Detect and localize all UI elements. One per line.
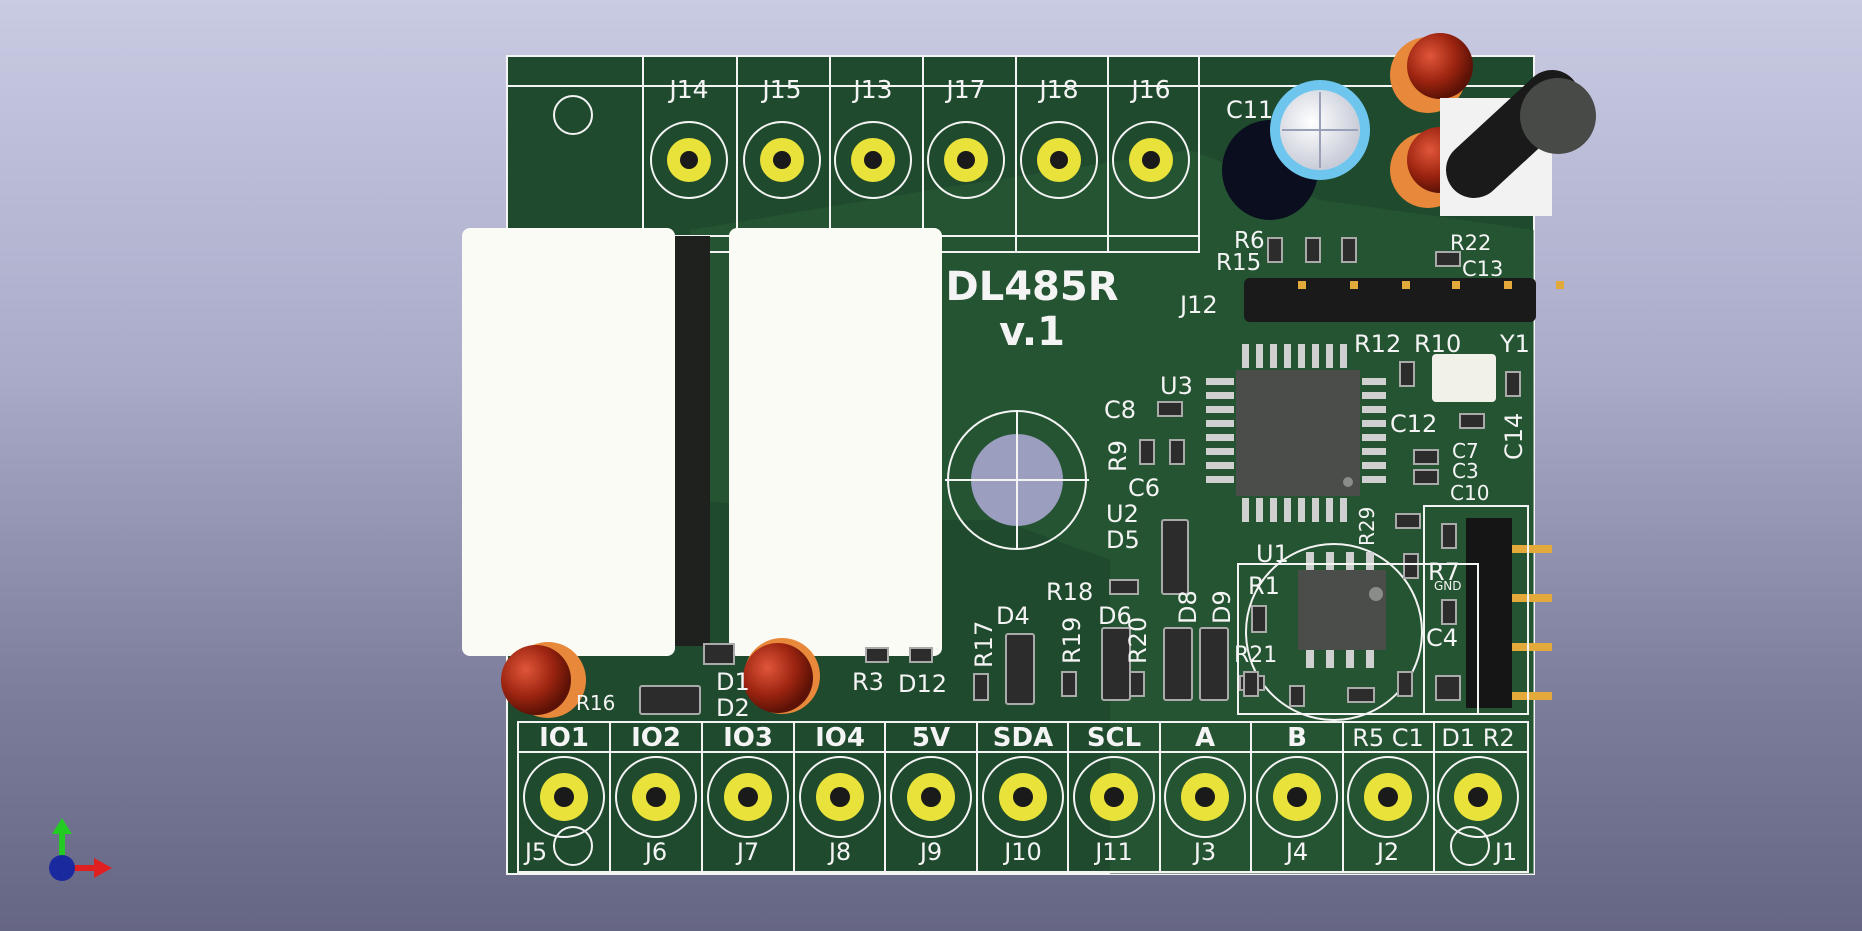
component-labels: R6 R15 R22 C13 R12 R10 Y1 U3 C8 R9 C6 C1… <box>576 228 1530 722</box>
label-io3: IO3 <box>723 723 773 753</box>
label-r3: R3 <box>852 668 884 696</box>
label-j15: J15 <box>760 75 801 104</box>
ic-u1 <box>1245 543 1423 721</box>
crystal-y1 <box>1432 354 1496 402</box>
label-j10: J10 <box>1002 838 1042 866</box>
axis-x-arrow-icon <box>94 858 112 878</box>
label-u2: U2 <box>1106 500 1139 528</box>
label-j1: J1 <box>1493 838 1517 866</box>
label-r15: R15 <box>1216 250 1261 276</box>
label-c14: C14 <box>1500 413 1528 460</box>
relay-k1 <box>462 228 710 656</box>
label-r7: R7 <box>1428 558 1460 586</box>
push-button <box>1440 70 1596 216</box>
label-r17: R17 <box>970 621 998 668</box>
label-c11: C11 <box>1226 96 1273 124</box>
label-j4: J4 <box>1284 838 1308 866</box>
label-d8: D8 <box>1174 590 1202 624</box>
label-r19: R19 <box>1058 617 1086 664</box>
label-r1: R1 <box>1248 572 1280 600</box>
label-r12: R12 <box>1354 330 1401 358</box>
label-c12: C12 <box>1390 410 1437 438</box>
label-j9: J9 <box>918 838 942 866</box>
label-r18: R18 <box>1046 578 1093 606</box>
label-a: A <box>1195 723 1215 753</box>
silk-outline-u1 <box>1237 563 1479 715</box>
label-scl: SCL <box>1087 723 1141 753</box>
label-c13: C13 <box>1462 257 1503 281</box>
label-c6: C6 <box>1128 474 1160 502</box>
pin-header-right <box>1466 518 1552 708</box>
label-sda: SDA <box>993 723 1053 753</box>
label-c7: C7 <box>1452 439 1479 463</box>
mcu-u3 <box>1206 344 1386 522</box>
label-j14: J14 <box>667 75 708 104</box>
label-d5: D5 <box>1106 526 1140 554</box>
label-b: B <box>1287 723 1307 753</box>
label-j11: J11 <box>1093 838 1133 866</box>
label-gnd: GND <box>1434 579 1462 593</box>
label-j13: J13 <box>851 75 892 104</box>
bottom-terminal-strip <box>517 721 1529 873</box>
axis-z-dot-icon <box>49 855 75 881</box>
label-j2: J2 <box>1375 838 1399 866</box>
label-u3: U3 <box>1160 372 1193 400</box>
label-j7: J7 <box>735 838 759 866</box>
top-connector-labels: J14 J15 J13 J17 J18 J16 <box>667 75 1170 104</box>
label-r16: R16 <box>576 691 615 715</box>
label-r6: R6 <box>1234 228 1265 254</box>
label-u1: U1 <box>1256 540 1289 568</box>
led-top-1 <box>1390 33 1473 113</box>
label-j6: J6 <box>643 838 667 866</box>
axis-y-arrow-icon <box>52 818 72 834</box>
label-c4: C4 <box>1426 624 1458 652</box>
label-j17: J17 <box>944 75 985 104</box>
label-r10: R10 <box>1414 330 1461 358</box>
label-r22: R22 <box>1450 231 1491 255</box>
label-io1: IO1 <box>539 723 589 753</box>
axis-gizmo <box>49 818 112 881</box>
label-j5: J5 <box>523 838 547 866</box>
label-j3: J3 <box>1192 838 1216 866</box>
label-io2: IO2 <box>631 723 681 753</box>
label-d1: D1 <box>716 668 750 696</box>
capacitor-c11 <box>1222 80 1370 220</box>
label-r20: R20 <box>1124 617 1152 664</box>
label-r5-c1: R5 C1 <box>1352 724 1424 752</box>
label-d1-r2: D1 R2 <box>1441 724 1514 752</box>
top-connector-pads <box>650 121 1190 199</box>
label-j8: J8 <box>827 838 851 866</box>
label-j18: J18 <box>1037 75 1078 104</box>
label-c8: C8 <box>1104 396 1136 424</box>
label-c3: C3 <box>1452 459 1479 483</box>
label-d4: D4 <box>996 602 1030 630</box>
label-d2: D2 <box>716 694 750 722</box>
label-c10: C10 <box>1450 481 1489 505</box>
relay-k2 <box>729 228 942 656</box>
bottom-terminal-labels: IO1 IO2 IO3 IO4 5V SDA SCL A B R5 C1 D1 … <box>523 723 1517 866</box>
board-version: v.1 <box>999 309 1065 355</box>
label-r29: R29 <box>1355 507 1379 546</box>
label-r21: R21 <box>1234 643 1277 668</box>
led-bottom-2 <box>743 638 820 714</box>
label-r9: R9 <box>1104 440 1132 472</box>
led-bottom-1 <box>501 642 586 718</box>
label-y1: Y1 <box>1499 330 1530 358</box>
label-io4: IO4 <box>815 723 865 753</box>
board-title: DL485R <box>946 264 1119 310</box>
label-d12: D12 <box>898 670 947 698</box>
mounting-hole <box>945 410 1089 550</box>
label-j12: J12 <box>1178 291 1218 319</box>
label-j16: J16 <box>1129 75 1170 104</box>
silk-outline-header <box>1423 505 1529 715</box>
label-5v: 5V <box>912 723 950 753</box>
mounting-hole-marker <box>553 95 593 135</box>
pin-header-j12 <box>1244 278 1564 322</box>
label-d6: D6 <box>1098 602 1132 630</box>
bottom-terminal-pads <box>523 756 1519 838</box>
label-d9: D9 <box>1208 590 1236 624</box>
smd-components <box>639 237 1521 715</box>
